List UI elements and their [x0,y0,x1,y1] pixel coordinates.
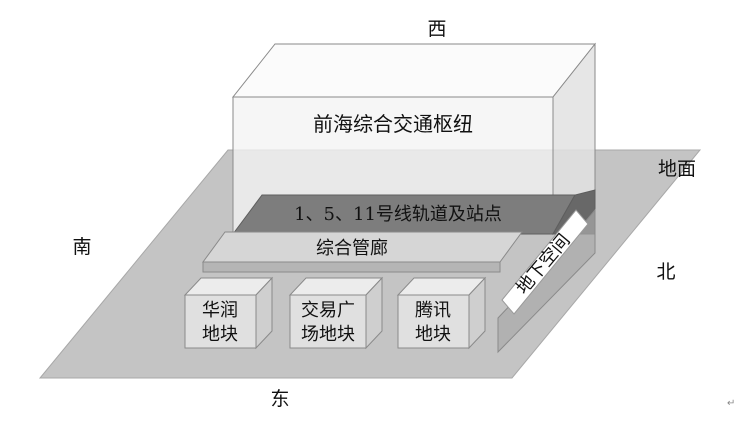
underground-label-band [501,209,589,315]
plot-huarun [183,276,274,350]
plot-tencent [396,276,487,350]
return-mark-icon: ↵ [727,398,736,409]
label-corridor: 综合管廊 [316,238,388,259]
plot-1-line2: 地块 [202,324,238,345]
label-west: 西 [427,18,446,40]
plot-2-line2: 场地块 [301,324,355,345]
plot-jiaoyi [288,276,384,350]
plot-2-line1: 交易广 [301,300,355,321]
hub-box-top [231,43,597,98]
corridor-front [202,261,501,273]
label-hub: 前海综合交通枢纽 [313,112,473,136]
label-north: 北 [656,261,675,283]
plot-3-line2: 地块 [415,324,451,345]
plot-1-line1: 华润 [202,300,238,321]
label-tracks: 1、5、11号线轨道及站点 [294,204,502,225]
label-ground: 地面 [658,158,696,180]
label-east: 东 [270,388,289,410]
plot-3-line1: 腾讯 [415,300,451,321]
label-south: 南 [72,236,91,258]
